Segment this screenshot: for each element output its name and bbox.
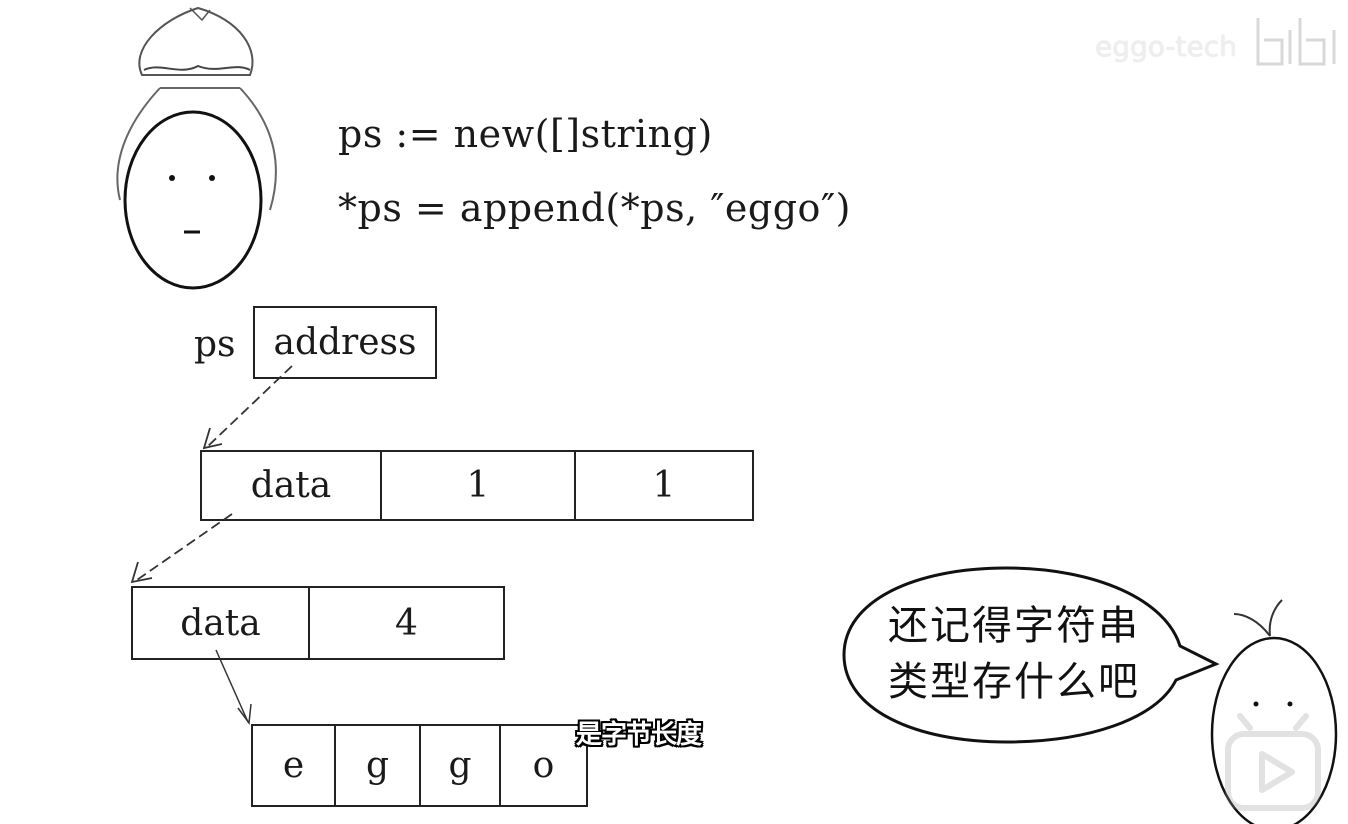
slice-header-row: data 1 1 — [200, 450, 754, 521]
byte-cell: e — [253, 726, 336, 805]
slice-data-cell: data — [202, 452, 382, 519]
string-len-cell: 4 — [395, 602, 418, 644]
bytes-row: e g g o — [251, 724, 588, 807]
string-data-cell: data — [133, 588, 310, 658]
ps-variable-label: ps — [194, 324, 236, 365]
ps-address-value: address — [273, 322, 417, 363]
egg-character-with-hat — [116, 6, 277, 290]
play-icon — [1225, 713, 1321, 811]
byte-cell: g — [421, 726, 501, 805]
code-line-new: ps := new([]string) — [338, 112, 713, 156]
arrow-slice-data-to-string — [133, 513, 233, 583]
slice-cap-cell: 1 — [652, 465, 676, 506]
arrow-string-data-to-bytes — [215, 649, 249, 723]
byte-cell: o — [532, 745, 555, 786]
code-line-append: *ps = append(*ps, ″eggo″) — [338, 186, 851, 230]
ps-address-box: address — [253, 306, 437, 379]
speech-bubble — [842, 566, 1220, 744]
bubble-text-line2: 类型存什么吧 — [888, 659, 1140, 705]
byte-cell: g — [336, 726, 421, 805]
egg-character-sprout — [1210, 599, 1338, 824]
slice-len-cell: 1 — [382, 452, 576, 519]
channel-watermark: eggo-tech — [1095, 30, 1237, 63]
arrow-address-to-slice — [205, 365, 293, 449]
bubble-text-line1: 还记得字符串 — [888, 603, 1140, 649]
bilibili-logo — [1252, 12, 1344, 84]
string-header-row: data 4 — [131, 586, 505, 660]
subtitle-caption: 是字节长度 — [576, 720, 702, 750]
